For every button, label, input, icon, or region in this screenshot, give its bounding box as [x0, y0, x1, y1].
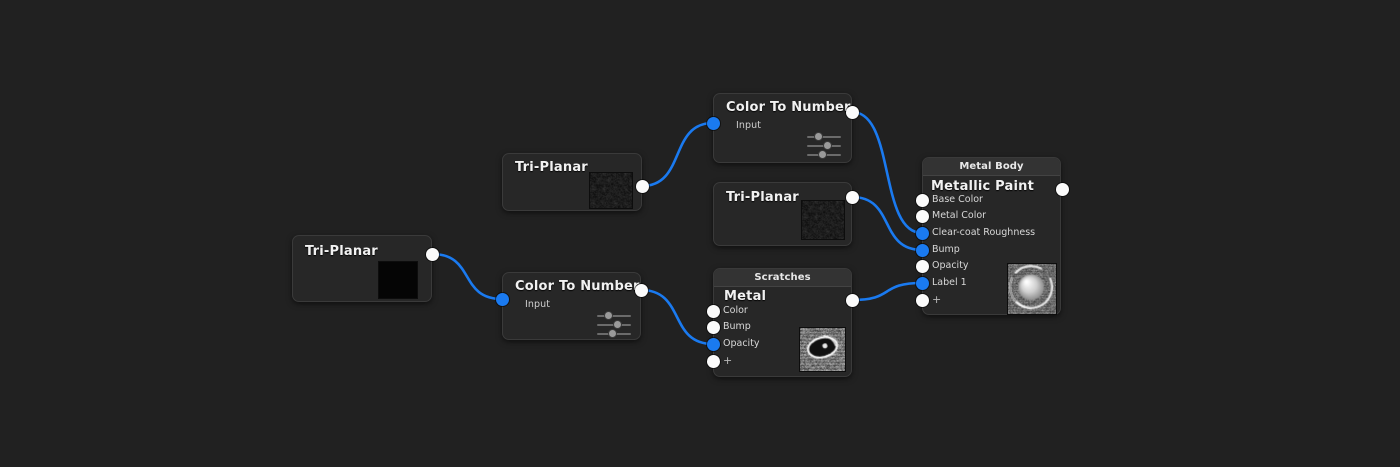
node-title-tri-planar-mid: Tri-Planar [515, 160, 588, 175]
input-port-metal-body-6[interactable] [915, 293, 929, 307]
input-port-metal-body-0[interactable] [915, 193, 929, 207]
wire-color-to-number-bottom-to-scratches [639, 288, 715, 346]
node-thumbnail-tri-planar-mid [589, 172, 633, 209]
output-port-tri-planar-left-0[interactable] [425, 247, 439, 261]
slider-knob[interactable] [605, 312, 612, 319]
input-port-metal-body-1[interactable] [915, 209, 929, 223]
input-port-scratches-1[interactable] [706, 320, 720, 334]
wire-tri-planar-mid-to-color-to-number-top [640, 121, 715, 188]
node-input-label-color-to-number-top: Input [736, 120, 762, 131]
parameter-sliders-icon[interactable] [807, 133, 841, 158]
input-port-metal-body-2[interactable] [915, 226, 929, 240]
output-port-scratches-0[interactable] [845, 293, 859, 307]
port-label-metal-body-0: Base Color [932, 194, 983, 205]
wire-scratches-to-metal-body [850, 281, 924, 302]
node-thumbnail-metal-body [1007, 263, 1057, 315]
slider-knob[interactable] [614, 321, 621, 328]
output-port-color-to-number-bottom-0[interactable] [634, 283, 648, 297]
input-port-scratches-2[interactable] [706, 337, 720, 351]
output-port-color-to-number-top-0[interactable] [845, 105, 859, 119]
output-port-tri-planar-right-0[interactable] [845, 190, 859, 204]
port-label-metal-body-4: Opacity [932, 260, 969, 271]
node-title-scratches: Metal [724, 289, 767, 304]
node-thumbnail-tri-planar-left [378, 261, 418, 299]
slider-knob[interactable] [815, 133, 822, 140]
input-port-scratches-3[interactable] [706, 354, 720, 368]
input-port-metal-body-5[interactable] [915, 276, 929, 290]
node-title-color-to-number-bottom: Color To Number [515, 279, 640, 294]
port-label-metal-body-3: Bump [932, 244, 960, 255]
port-label-metal-body-5: Label 1 [932, 277, 967, 288]
slider-knob[interactable] [609, 330, 616, 337]
node-input-label-color-to-number-bottom: Input [525, 299, 551, 310]
node-thumbnail-tri-planar-right [801, 200, 845, 240]
node-title-color-to-number-top: Color To Number [726, 100, 851, 115]
slider-knob[interactable] [819, 151, 826, 158]
slider-track[interactable] [597, 315, 631, 317]
node-header-scratches[interactable]: Scratches [714, 269, 851, 287]
port-label-metal-body-1: Metal Color [932, 210, 987, 221]
input-port-metal-body-3[interactable] [915, 243, 929, 257]
node-header-metal-body[interactable]: Metal Body [923, 158, 1060, 176]
wire-tri-planar-right-to-metal-body [850, 195, 924, 252]
input-port-metal-body-4[interactable] [915, 259, 929, 273]
input-port-scratches-0[interactable] [706, 304, 720, 318]
node-thumbnail-scratches [799, 327, 846, 372]
node-title-tri-planar-left: Tri-Planar [305, 244, 378, 259]
output-port-metal-body-0[interactable] [1055, 182, 1069, 196]
node-title-metal-body: Metallic Paint [931, 179, 1035, 194]
node-title-tri-planar-right: Tri-Planar [726, 190, 799, 205]
slider-knob[interactable] [824, 142, 831, 149]
port-label-scratches-2: Opacity [723, 338, 760, 349]
node-tri-planar-mid[interactable]: Tri-Planar [502, 153, 642, 211]
port-label-scratches-3: + [723, 354, 733, 367]
input-port-color-to-number-top-in0[interactable] [706, 116, 720, 130]
port-label-metal-body-2: Clear-coat Roughness [932, 227, 1036, 238]
node-tri-planar-left[interactable]: Tri-Planar [292, 235, 432, 302]
port-label-scratches-1: Bump [723, 321, 751, 332]
wire-color-to-number-top-to-metal-body [850, 110, 924, 235]
slider-track[interactable] [807, 136, 841, 138]
port-label-scratches-0: Color [723, 305, 748, 316]
input-port-color-to-number-bottom-in0[interactable] [495, 292, 509, 306]
wire-tri-planar-left-to-color-to-number-bottom [430, 252, 504, 301]
parameter-sliders-icon[interactable] [597, 312, 631, 337]
port-label-metal-body-6: + [932, 293, 942, 306]
output-port-tri-planar-mid-0[interactable] [635, 179, 649, 193]
node-tri-planar-right[interactable]: Tri-Planar [713, 182, 852, 246]
